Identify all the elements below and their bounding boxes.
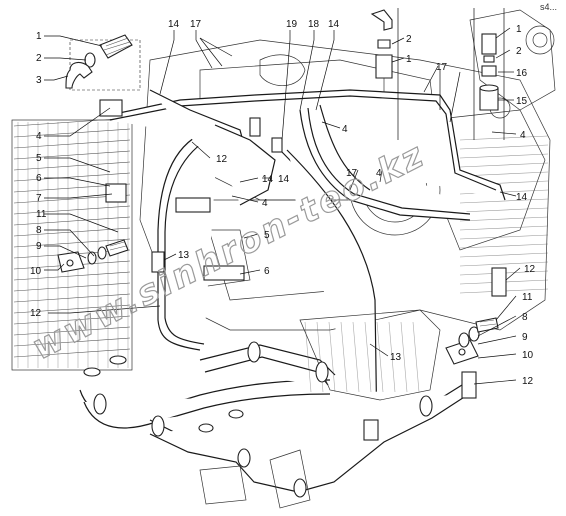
callout-5: 5 bbox=[36, 153, 42, 164]
hose-bundle bbox=[79, 89, 506, 493]
callout-1: 1 bbox=[516, 24, 522, 35]
callout-2: 2 bbox=[406, 34, 412, 45]
callout-12: 12 bbox=[524, 264, 536, 275]
callout-14: 14 bbox=[516, 192, 528, 203]
callout-4: 4 bbox=[376, 168, 382, 179]
callout-14: 14 bbox=[328, 19, 340, 30]
callout-11: 11 bbox=[36, 209, 47, 220]
callout-14: 14 bbox=[262, 174, 274, 185]
inset-top-center bbox=[370, 8, 399, 140]
callout-15: 15 bbox=[516, 96, 528, 107]
callout-4: 4 bbox=[36, 131, 42, 142]
clamp-parts-right bbox=[445, 317, 499, 365]
callout-9: 9 bbox=[36, 241, 42, 252]
callout-4: 4 bbox=[262, 198, 268, 209]
callout-12: 12 bbox=[522, 376, 534, 387]
callout-13: 13 bbox=[178, 250, 190, 261]
callout-16: 16 bbox=[516, 68, 528, 79]
callout-4: 4 bbox=[520, 130, 526, 141]
callout-6: 6 bbox=[36, 173, 42, 184]
callout-8: 8 bbox=[36, 225, 42, 236]
callout-17: 17 bbox=[436, 62, 448, 73]
callout-10: 10 bbox=[522, 350, 534, 361]
corner-id: s4... bbox=[540, 2, 557, 12]
callout-1: 1 bbox=[36, 31, 42, 42]
leader-lines bbox=[44, 27, 521, 385]
callout-7: 7 bbox=[36, 193, 42, 204]
callout-1: 1 bbox=[406, 54, 412, 65]
callout-2: 2 bbox=[36, 53, 42, 64]
inset-top-right bbox=[473, 8, 505, 140]
callout-17: 17 bbox=[346, 168, 358, 179]
callout-17: 17 bbox=[190, 19, 202, 30]
callout-14: 14 bbox=[168, 19, 180, 30]
callout-5: 5 bbox=[264, 230, 270, 241]
callout-19: 19 bbox=[286, 19, 298, 30]
callout-3: 3 bbox=[36, 75, 42, 86]
callout-2: 2 bbox=[516, 46, 522, 57]
inset-top-left bbox=[65, 34, 141, 91]
callout-6: 6 bbox=[264, 266, 270, 277]
callout-10: 10 bbox=[30, 266, 42, 277]
callout-9: 9 bbox=[522, 332, 528, 343]
callout-8: 8 bbox=[522, 312, 528, 323]
callout-12: 12 bbox=[30, 308, 42, 319]
flanges bbox=[83, 341, 433, 498]
lower-frame bbox=[199, 309, 441, 509]
callout-12: 12 bbox=[216, 154, 228, 165]
callout-11: 11 bbox=[522, 292, 533, 303]
callout-13: 13 bbox=[390, 352, 402, 363]
callout-14: 14 bbox=[278, 174, 290, 185]
callout-4: 4 bbox=[342, 124, 348, 135]
clamp-parts-left bbox=[57, 239, 129, 273]
callout-18: 18 bbox=[308, 19, 320, 30]
